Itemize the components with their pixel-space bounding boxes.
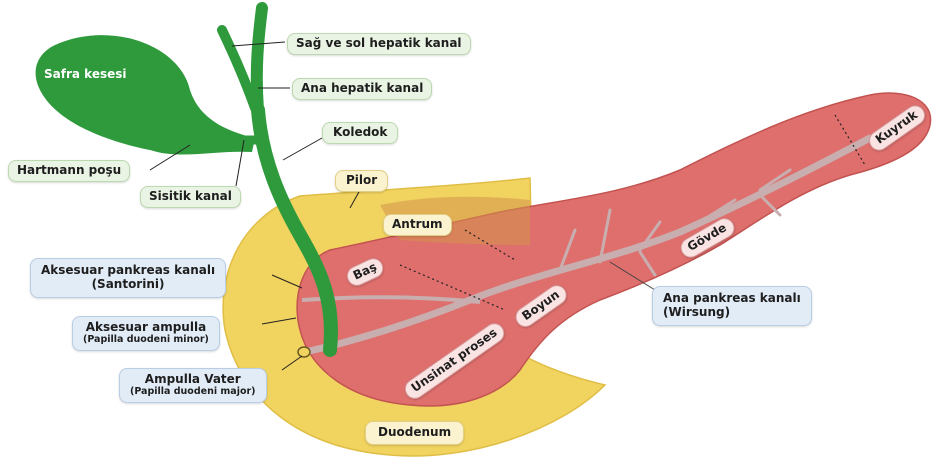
- label-antrum: Antrum: [383, 214, 452, 236]
- ampulla-vater-title: Ampulla Vater: [130, 373, 256, 387]
- aksesuar-pankreas-title: Aksesuar pankreas kanalı: [41, 264, 215, 278]
- label-sisitik: Sisitik kanal: [140, 186, 241, 208]
- papilla-minor-subtitle: (Papilla duodeni minor): [83, 335, 209, 346]
- santorini-subtitle: (Santorini): [41, 278, 215, 292]
- label-ana-pankreas: Ana pankreas kanalı (Wirsung): [652, 286, 812, 326]
- wirsung-subtitle: (Wirsung): [663, 306, 801, 320]
- papilla-major-subtitle: (Papilla duodeni major): [130, 387, 256, 398]
- ampulla-point: [298, 347, 310, 357]
- label-safra-kesesi: Safra kesesi: [44, 68, 127, 82]
- ana-pankreas-title: Ana pankreas kanalı: [663, 292, 801, 306]
- label-sag-sol-hepatik: Sağ ve sol hepatik kanal: [287, 33, 471, 55]
- aksesuar-ampulla-title: Aksesuar ampulla: [83, 321, 209, 335]
- label-aksesuar-pankreas: Aksesuar pankreas kanalı (Santorini): [30, 258, 226, 298]
- label-ampulla-vater: Ampulla Vater (Papilla duodeni major): [119, 368, 267, 403]
- label-hartmann: Hartmann poşu: [8, 160, 130, 182]
- label-aksesuar-ampulla: Aksesuar ampulla (Papilla duodeni minor): [72, 316, 220, 351]
- label-ana-hepatik: Ana hepatik kanal: [292, 78, 432, 100]
- label-koledok: Koledok: [322, 122, 398, 144]
- label-pilor: Pilor: [335, 170, 388, 192]
- label-duodenum: Duodenum: [365, 421, 464, 445]
